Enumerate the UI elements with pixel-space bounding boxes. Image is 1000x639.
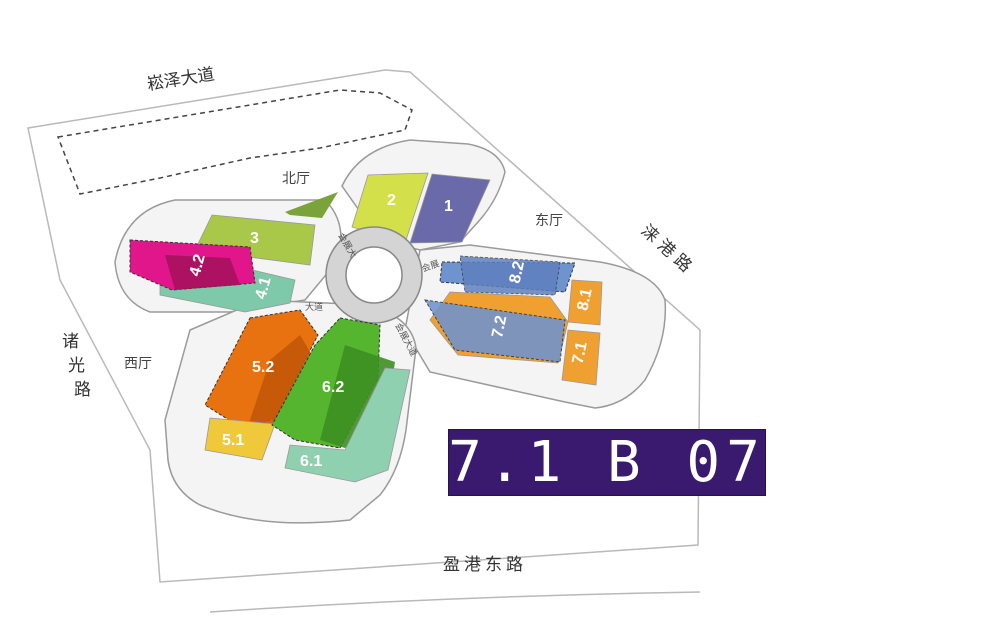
south-road-line xyxy=(209,591,701,613)
hall-7-2[interactable]: 7.2 xyxy=(424,291,569,364)
svg-text:2: 2 xyxy=(387,192,396,209)
east-lobby-label: 东厅 xyxy=(535,213,563,229)
west-lobby-label: 西厅 xyxy=(124,356,152,372)
hall-1[interactable]: 1 xyxy=(409,173,491,244)
road-label-north: 崧泽大道 xyxy=(146,65,216,95)
svg-text:8.1: 8.1 xyxy=(574,287,595,312)
hall-5-1[interactable]: 5.1 xyxy=(204,417,276,461)
road-label-west: 诸光路 xyxy=(62,332,91,400)
hall-8-2[interactable]: 8.2 xyxy=(439,255,576,296)
avenue-label-left: 大道 xyxy=(305,301,323,313)
hall-8-1[interactable]: 8.1 xyxy=(567,279,603,326)
road-label-west-text: 诸光路 xyxy=(62,332,91,400)
booth-number: 7.1 B 07 xyxy=(448,429,766,495)
north-lobby-label: 北厅 xyxy=(282,171,310,187)
svg-text:6.1: 6.1 xyxy=(300,453,322,470)
svg-text:7.2: 7.2 xyxy=(489,314,510,339)
road-label-south: 盈港东路 xyxy=(443,555,527,575)
svg-text:4.2: 4.2 xyxy=(187,252,209,278)
svg-text:5.1: 5.1 xyxy=(222,432,244,449)
svg-text:4.1: 4.1 xyxy=(252,275,274,301)
svg-text:5.2: 5.2 xyxy=(252,359,274,376)
svg-text:3: 3 xyxy=(250,230,259,247)
hall-4-2[interactable]: 4.2 xyxy=(129,239,256,291)
north-parking-area xyxy=(56,89,413,195)
svg-text:1: 1 xyxy=(444,198,453,215)
hall-7-1[interactable]: 7.1 xyxy=(561,329,601,386)
booth-number-box: 7.1 B 07 xyxy=(448,429,766,496)
north-lobby-wedge xyxy=(285,192,338,218)
site-boundary xyxy=(27,69,701,583)
hall-6-1[interactable]: 6.1 xyxy=(284,367,411,483)
road-label-east: 涞港路 xyxy=(637,221,699,280)
svg-text:6.2: 6.2 xyxy=(322,379,344,396)
svg-text:8.2: 8.2 xyxy=(507,260,528,285)
svg-text:7.1: 7.1 xyxy=(570,340,591,365)
hall-5-2[interactable]: 5.2 xyxy=(204,309,319,435)
central-roundabout xyxy=(325,226,423,324)
